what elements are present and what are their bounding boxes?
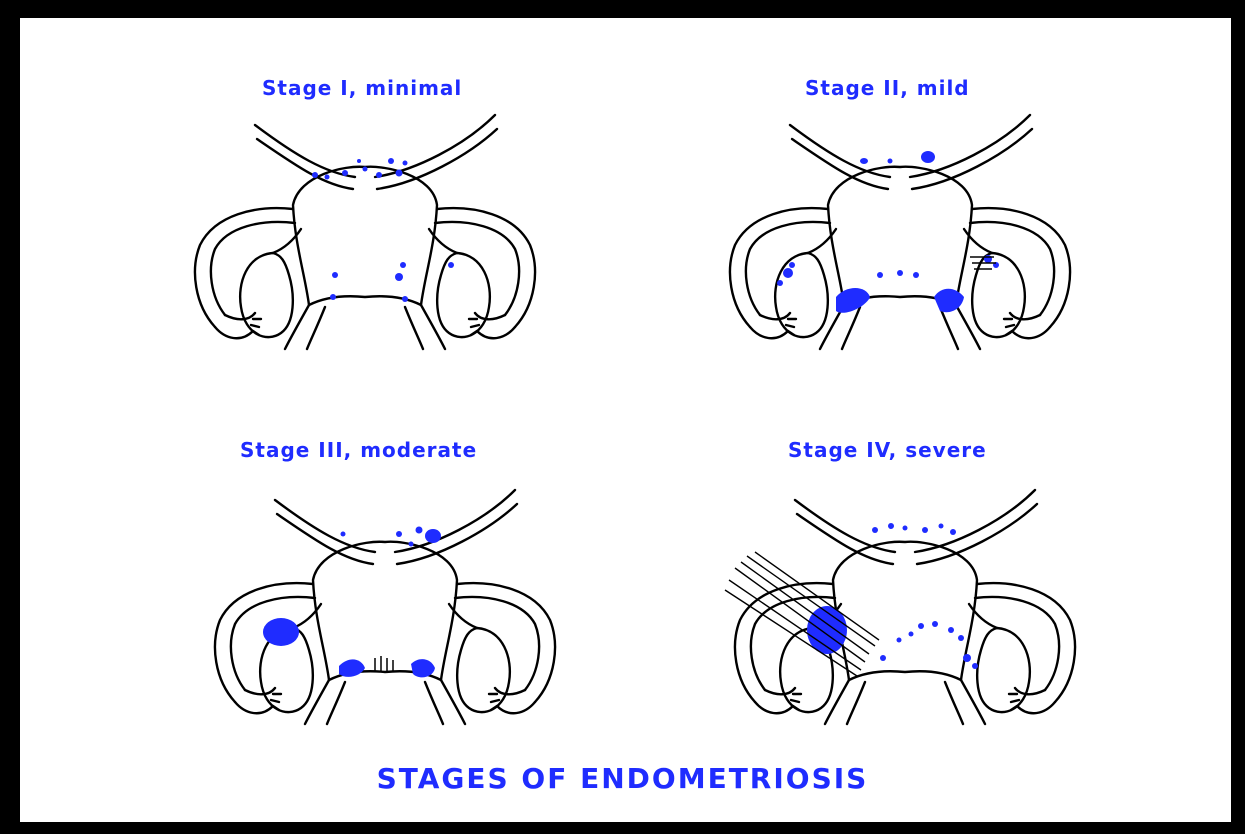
adhesion-bands-stage-4: [725, 552, 879, 676]
stage-1-label: Stage I, minimal: [262, 76, 462, 100]
adhesion-marks-stage-3: [375, 656, 393, 672]
uterus-stage-2: [730, 115, 1070, 349]
diagram-title: STAGES OF ENDOMETRIOSIS: [0, 762, 1245, 795]
stage-4-label: Stage IV, severe: [788, 438, 987, 462]
stage-3-label: Stage III, moderate: [240, 438, 477, 462]
lesions-stage-1: [312, 158, 454, 302]
uterus-stage-1: [195, 115, 535, 349]
uterus-stage-4: [725, 490, 1075, 724]
lesions-stage-3: [263, 527, 441, 678]
uterus-stage-3: [215, 490, 555, 724]
lesions-stage-4: [807, 523, 978, 669]
stage-2-label: Stage II, mild: [805, 76, 970, 100]
